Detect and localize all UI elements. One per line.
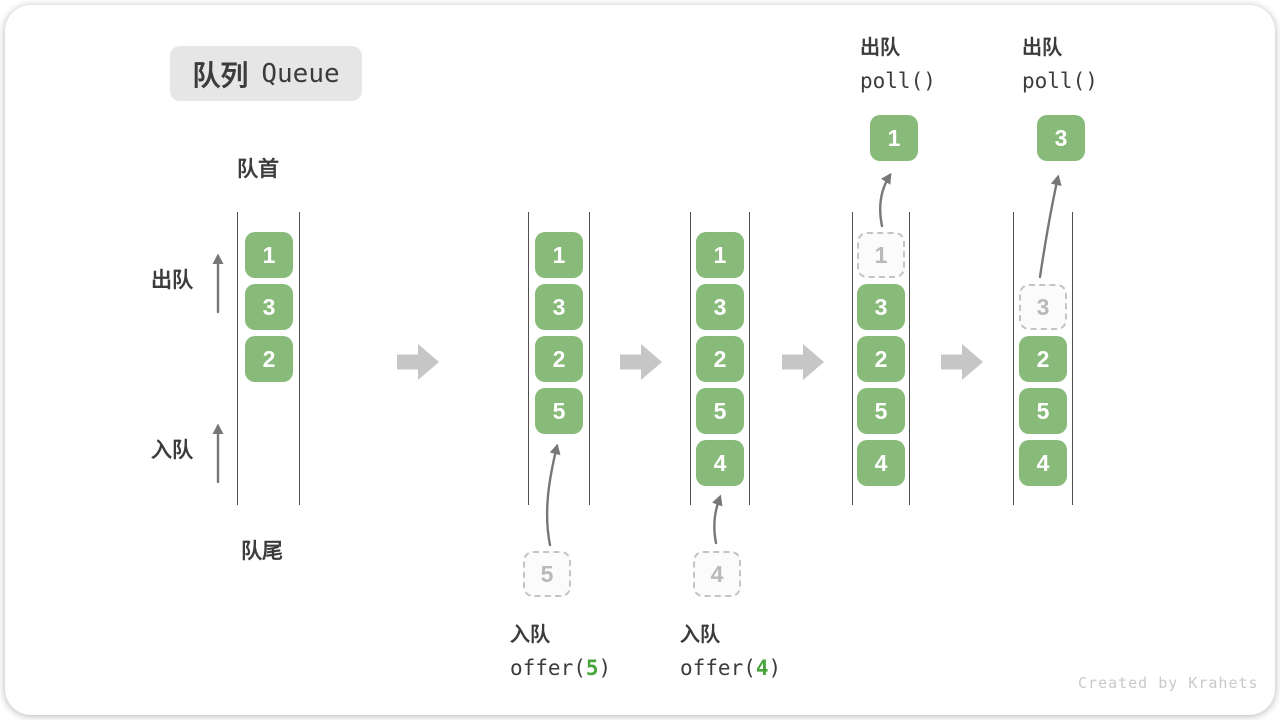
pending-box-4: 4 <box>693 551 741 597</box>
queue-cell-2: 2 <box>696 336 744 382</box>
queue-column-state-after-poll-3 <box>1013 212 1073 505</box>
queue-cell-5: 5 <box>696 388 744 434</box>
queue-cell-dashed-1: 1 <box>857 232 905 278</box>
queue-column-state-initial <box>237 212 300 505</box>
op-poll-2: 出队 poll() <box>1022 31 1098 93</box>
op-poll-1-label: 出队 <box>860 37 900 59</box>
queue-cell-2: 2 <box>857 336 905 382</box>
queue-cell-3: 3 <box>245 284 293 330</box>
code-prefix: offer( <box>510 656 586 680</box>
code-prefix: offer( <box>680 656 756 680</box>
queue-cell-4: 4 <box>1019 440 1067 486</box>
op-poll-2-code: poll() <box>1022 69 1098 93</box>
queue-cell-1: 1 <box>245 232 293 278</box>
pending-box-5: 5 <box>523 551 571 597</box>
popped-box-3: 3 <box>1037 115 1085 161</box>
op-offer-5-code: offer(5) <box>510 656 611 680</box>
queue-cell-2: 2 <box>535 336 583 382</box>
queue-cell-4: 4 <box>696 440 744 486</box>
queue-cell-dashed-3: 3 <box>1019 284 1067 330</box>
queue-cell-5: 5 <box>857 388 905 434</box>
op-offer-4-code: offer(4) <box>680 656 781 680</box>
watermark: Created by Krahets <box>1078 674 1259 692</box>
queue-cell-2: 2 <box>245 336 293 382</box>
title-zh: 队列 <box>192 59 249 91</box>
label-dequeue-side: 出队 <box>151 269 193 292</box>
queue-cell-5: 5 <box>1019 388 1067 434</box>
label-queue-rear: 队尾 <box>241 540 283 563</box>
code-arg: 5 <box>585 656 599 680</box>
label-queue-front: 队首 <box>237 158 279 181</box>
code-suffix: ) <box>598 656 612 680</box>
code-suffix: ) <box>768 656 782 680</box>
queue-cell-5: 5 <box>535 388 583 434</box>
op-poll-2-label: 出队 <box>1022 37 1062 59</box>
popped-box-1: 1 <box>870 115 918 161</box>
title-en: Queue <box>261 58 340 89</box>
op-offer-4: 入队 offer(4) <box>680 618 781 680</box>
op-poll-1: 出队 poll() <box>860 31 936 93</box>
queue-cell-3: 3 <box>696 284 744 330</box>
code-arg: 4 <box>755 656 769 680</box>
op-offer-4-label: 入队 <box>680 624 720 646</box>
op-poll-1-code: poll() <box>860 69 936 93</box>
queue-cell-2: 2 <box>1019 336 1067 382</box>
queue-column-state-after-offer-5 <box>528 212 590 505</box>
op-offer-5: 入队 offer(5) <box>510 618 611 680</box>
label-enqueue-side: 入队 <box>151 439 193 462</box>
queue-column-state-after-offer-4 <box>690 212 750 505</box>
queue-cell-3: 3 <box>535 284 583 330</box>
queue-cell-3: 3 <box>857 284 905 330</box>
title-badge: 队列 Queue <box>170 46 362 101</box>
queue-cell-1: 1 <box>696 232 744 278</box>
queue-cell-4: 4 <box>857 440 905 486</box>
queue-cell-1: 1 <box>535 232 583 278</box>
op-offer-5-label: 入队 <box>510 624 550 646</box>
queue-column-state-after-poll-1 <box>852 212 910 505</box>
